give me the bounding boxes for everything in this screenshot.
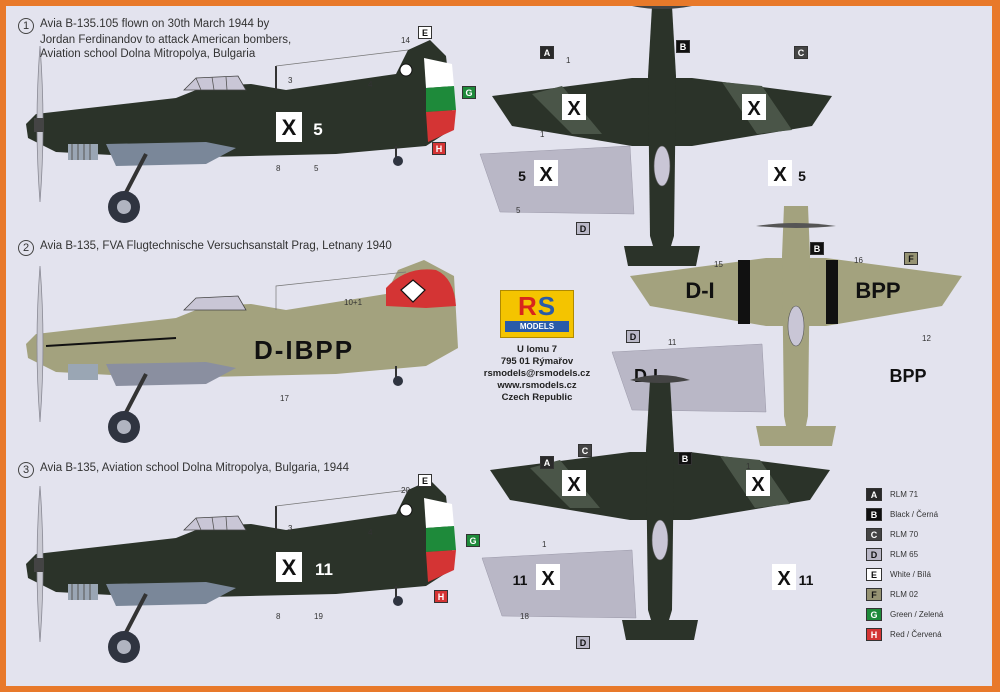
callout-14: 14 <box>401 36 410 45</box>
svg-text:11: 11 <box>513 572 528 588</box>
svg-text:X: X <box>541 568 555 590</box>
callout-12: 12 <box>922 334 931 343</box>
aircraft-3-code-x: X <box>282 555 297 580</box>
callout-8: 8 <box>276 164 281 173</box>
svg-text:X: X <box>751 474 765 496</box>
aircraft-3-profile: X 11 <box>24 478 456 665</box>
svg-text:D-I: D-I <box>685 278 714 303</box>
svg-text:11: 11 <box>799 572 814 588</box>
aircraft-3-top-view: X X <box>489 374 831 641</box>
aircraft-1-under-wings: X 5 X 5 <box>479 145 806 215</box>
callout-15: 15 <box>714 260 723 269</box>
tag-e-1: E <box>418 26 432 39</box>
aircraft-1-top-view: X X <box>491 6 833 267</box>
tag-a-1: A <box>540 46 554 59</box>
callout-3b: 3 <box>288 524 293 533</box>
tag-g-3: G <box>466 534 480 547</box>
callout-5-under: 5 <box>516 206 521 215</box>
tag-f-2: F <box>904 252 918 265</box>
aircraft-3-under-wings: X 11 X 11 <box>481 549 814 619</box>
tag-g-1: G <box>462 86 476 99</box>
rs-models-logo: RS MODELS <box>500 290 574 338</box>
tag-d-1: D <box>576 222 590 235</box>
aircraft-2-profile: D-IBPP <box>26 260 458 443</box>
tag-h-1: H <box>432 142 446 155</box>
callout-17: 17 <box>280 394 289 403</box>
callout-16: 16 <box>854 256 863 265</box>
artwork: X 5 D-IBPP X 11 X X <box>24 6 962 665</box>
tag-h-3: H <box>434 590 448 603</box>
svg-text:X: X <box>567 474 581 496</box>
callout-1-under-3: 1 <box>542 540 547 549</box>
callout-3: 3 <box>288 76 293 85</box>
callout-4: 4 <box>368 80 373 89</box>
tag-e-3: E <box>418 474 432 487</box>
callout-18: 18 <box>520 612 529 621</box>
callout-1-top: 1 <box>566 56 571 65</box>
svg-text:X: X <box>567 98 581 120</box>
svg-text:BPP: BPP <box>889 366 926 386</box>
callout-10-1: 10+1 <box>344 298 363 307</box>
aircraft-1-profile: X 5 <box>24 38 456 225</box>
profile-sheet: X 5 D-IBPP X 11 X X <box>6 6 992 686</box>
aircraft-1-code-x: X <box>282 115 297 140</box>
aircraft-2-registration: D-IBPP <box>254 335 354 365</box>
tag-b-3: B <box>678 452 692 465</box>
callout-4b: 4 <box>368 528 373 537</box>
callout-1-under: 1 <box>540 130 545 139</box>
callout-19: 19 <box>314 612 323 621</box>
svg-text:X: X <box>773 164 787 186</box>
svg-text:X: X <box>777 568 791 590</box>
tag-b-1: B <box>676 40 690 53</box>
callout-5: 5 <box>314 164 319 173</box>
svg-text:5: 5 <box>518 168 526 184</box>
aircraft-3-code-11: 11 <box>315 560 333 579</box>
tag-a-3: A <box>540 456 554 469</box>
company-address: U lomu 7 795 01 Rýmařov rsmodels@rsmodel… <box>483 344 591 403</box>
callout-8b: 8 <box>276 612 281 621</box>
tag-c-1: C <box>794 46 808 59</box>
svg-text:X: X <box>539 164 553 186</box>
aircraft-2-top-view: D-I BPP <box>630 206 962 446</box>
aircraft-1-code-5: 5 <box>313 120 322 139</box>
svg-text:5: 5 <box>798 168 806 184</box>
callout-11: 11 <box>668 338 677 347</box>
tag-c-3: C <box>578 444 592 457</box>
callout-1-top-3: 1 <box>746 462 751 471</box>
svg-text:BPP: BPP <box>855 278 900 303</box>
svg-text:X: X <box>747 98 761 120</box>
callout-20: 20 <box>401 486 410 495</box>
tag-d-2: D <box>626 330 640 343</box>
tag-d-3: D <box>576 636 590 649</box>
tag-b-2: B <box>810 242 824 255</box>
